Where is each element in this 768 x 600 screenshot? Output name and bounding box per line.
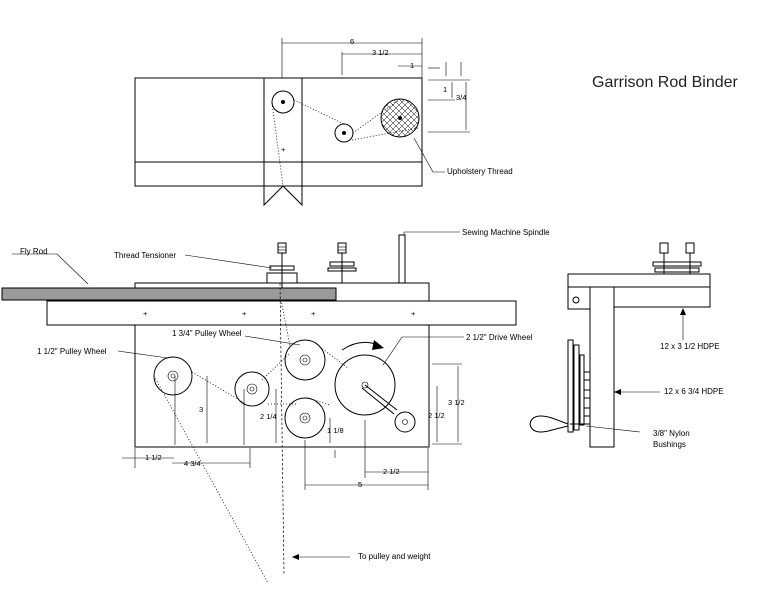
dim-bottom-1-1-2: 1 1/2 — [145, 453, 162, 462]
front-view: + + + + — [1, 228, 550, 584]
dim-bottom-4-3-4: 4 3/4 — [184, 459, 201, 468]
label-sewing-machine-spindle: Sewing Machine Spindle — [462, 228, 550, 237]
label-pulley-1-1-2: 1 1/2" Pulley Wheel — [37, 347, 107, 356]
label-drive-wheel: 2 1/2" Drive Wheel — [466, 333, 533, 342]
svg-text:+: + — [411, 309, 416, 318]
pulley-wheel-middle — [234, 371, 270, 407]
side-hdpe-12x6 — [589, 286, 615, 448]
dim-bottom-2-1-2: 2 1/2 — [383, 467, 400, 476]
dim-side-1-1-8: 1 1/8 — [327, 426, 344, 435]
side-tensioners — [652, 242, 702, 274]
label-nylon-bushings-2: Bushings — [653, 440, 686, 449]
side-top-plate — [567, 273, 711, 288]
label-pulley-1-3-4: 1 3/4" Pulley Wheel — [172, 329, 242, 338]
pulley-wheel-1-3-4-top — [284, 339, 326, 381]
svg-text:+: + — [143, 309, 148, 318]
dim-bottom-5: 5 — [358, 480, 362, 489]
thread-tensioner-right — [327, 242, 357, 283]
dim-side-3-1-2: 3 1/2 — [448, 398, 465, 407]
label-hdpe-12x6: 12 x 6 3/4 HDPE — [664, 387, 724, 396]
dim-top-3-1-2: 3 1/2 — [372, 48, 389, 57]
svg-text:+: + — [281, 145, 286, 154]
top-pulley-1 — [271, 90, 295, 114]
label-fly-rod: Fly Rod — [20, 247, 48, 256]
dim-top-3-4: 3/4 — [456, 93, 466, 102]
fly-rod — [1, 287, 337, 301]
label-hdpe-12x3: 12 x 3 1/2 HDPE — [660, 342, 720, 351]
pulley-wheel-1-3-4-bottom — [284, 397, 326, 439]
label-upholstery-thread: Upholstery Thread — [447, 167, 513, 176]
label-to-pulley: To pulley and weight — [358, 552, 431, 561]
label-thread-tensioner: Thread Tensioner — [114, 251, 176, 260]
dim-top-6: 6 — [350, 37, 354, 46]
side-wheel-stack — [567, 339, 591, 433]
dim-side-2-1-2: 2 1/2 — [428, 411, 445, 420]
side-handle — [529, 415, 569, 433]
svg-text:+: + — [311, 309, 316, 318]
dim-top-1: 1 — [410, 61, 414, 70]
top-base-block — [134, 77, 423, 187]
pulley-wheel-1-1-2 — [153, 356, 193, 396]
dim-side-3: 3 — [199, 405, 203, 414]
svg-text:+: + — [242, 309, 247, 318]
side-hdpe-12x3 — [613, 286, 711, 308]
dim-side-2-1-4: 2 1/4 — [260, 412, 277, 421]
drawing-title: Garrison Rod Binder — [592, 74, 739, 91]
label-nylon-bushings-1: 3/8" Nylon — [653, 429, 690, 438]
top-view: + 6 3 1/2 1 1 3/4 Upholstery Thread — [134, 37, 513, 207]
front-crossbar — [46, 300, 517, 326]
side-view: 12 x 3 1/2 HDPE 12 x 6 3/4 HDPE 3/8" Nyl… — [529, 242, 724, 449]
top-arm — [263, 78, 303, 207]
sewing-machine-spindle — [398, 234, 406, 284]
drive-wheel — [334, 354, 416, 433]
dim-top-1-vertical: 1 — [443, 85, 447, 94]
thread-tensioner-left — [266, 242, 298, 288]
